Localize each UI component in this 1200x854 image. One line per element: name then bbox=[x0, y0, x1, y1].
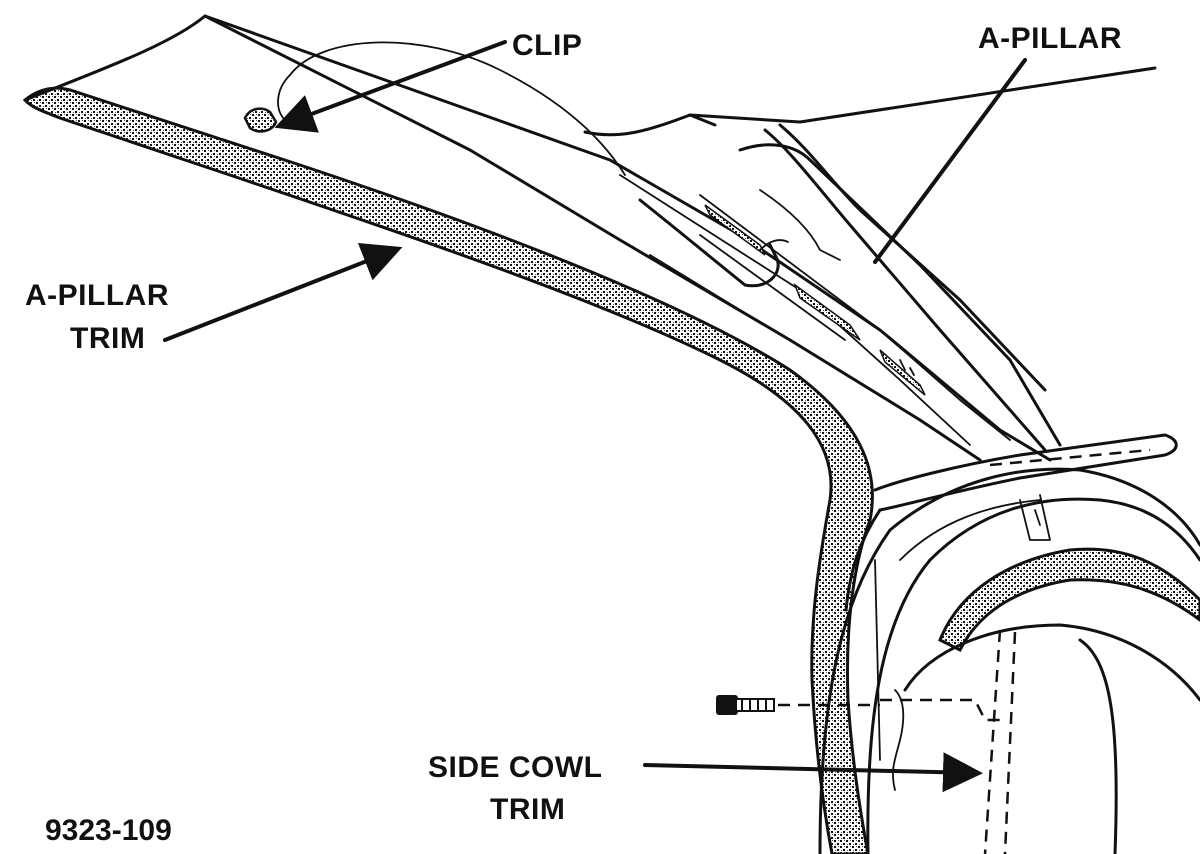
callout-labels: CLIP A-PILLAR A-PILLAR TRIM SIDE COWL TR… bbox=[25, 22, 1122, 847]
a-pillar-trim-leader bbox=[163, 243, 403, 342]
label-clip: CLIP bbox=[512, 29, 582, 62]
figure-number: 9323-109 bbox=[45, 814, 172, 847]
side-cowl-trim-leader bbox=[643, 752, 983, 793]
a-pillar-body bbox=[619, 123, 1047, 452]
screw-icon bbox=[716, 695, 880, 715]
label-a-pillar-trim-line1: A-PILLAR bbox=[25, 279, 169, 312]
a-pillar-leader bbox=[873, 58, 1027, 264]
door-opening-outline bbox=[818, 467, 1200, 854]
label-side-cowl-trim-line2: TRIM bbox=[490, 793, 565, 826]
side-cowl-trim-panel bbox=[874, 547, 1200, 854]
label-side-cowl-trim-line1: SIDE COWL bbox=[428, 751, 603, 784]
headliner-outline bbox=[23, 14, 1052, 462]
cowl-top bbox=[844, 433, 1178, 612]
label-a-pillar: A-PILLAR bbox=[978, 22, 1122, 55]
label-a-pillar-trim-line2: TRIM bbox=[70, 322, 145, 355]
a-pillar-trim-panel bbox=[22, 86, 874, 854]
clip-leader bbox=[274, 40, 507, 133]
clip-icon bbox=[243, 107, 278, 133]
leader-lines bbox=[163, 40, 1027, 793]
